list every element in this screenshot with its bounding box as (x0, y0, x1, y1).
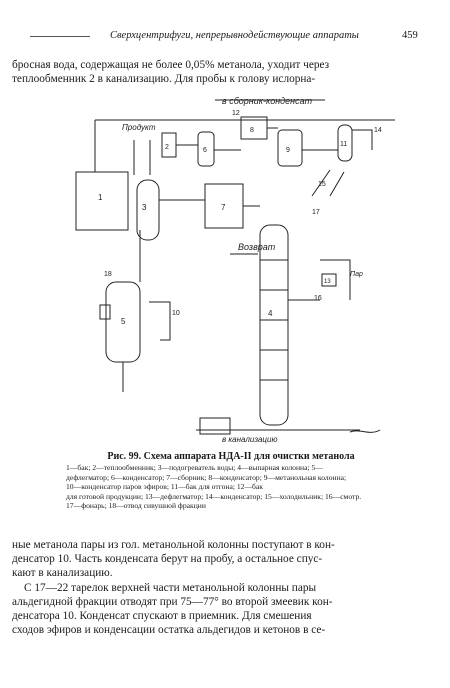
label-9: 9 (286, 147, 290, 154)
label-feed: Продукт (122, 123, 156, 132)
page-number: 459 (402, 30, 418, 41)
text-line: теплообменник 2 в канализацию. Для пробы… (12, 73, 316, 86)
label-8: 8 (250, 127, 254, 134)
text-line: альдегидной фракции отводят при 75—77° в… (12, 595, 333, 608)
box-13 (321, 273, 337, 287)
label-14: 14 (374, 127, 382, 134)
tank-bottom (199, 417, 231, 435)
caption-line: 10—конденсатор паров эфиров; 11—бак для … (66, 482, 263, 492)
figure-caption: Рис. 99. Схема аппарата НДА-II для очист… (66, 451, 396, 511)
label-11: 11 (340, 141, 347, 148)
label-18: 18 (104, 271, 112, 278)
flowmeters (311, 169, 345, 197)
label-to-collector: в сборник-конденсат (222, 96, 313, 106)
caption-title: Рис. 99. Схема аппарата НДА-II для очист… (107, 451, 355, 462)
label-1: 1 (98, 193, 103, 202)
label-16: 16 (314, 295, 322, 302)
label-7: 7 (221, 203, 226, 212)
tank-1 (75, 171, 129, 231)
text-line: кают в канализацию. (12, 567, 113, 580)
vessel-11 (337, 124, 353, 162)
caption-line: для готовой продукции; 13—дефлегматор; 1… (66, 491, 362, 501)
label-5: 5 (121, 317, 126, 326)
running-title: Сверхцентрифуги, непрерывнодействующие а… (110, 30, 359, 41)
header-rule (30, 36, 90, 37)
label-13: 13 (324, 279, 331, 285)
label-2: 2 (165, 144, 169, 151)
label-15: 15 (318, 181, 326, 188)
small-valve (99, 304, 111, 320)
caption-line: 1—бак; 2—теплообменник; 3—подогреватель … (66, 463, 323, 473)
label-17: 17 (312, 209, 320, 216)
vessel-6 (197, 131, 215, 167)
text-line: денсатор 10. Часть конденсата берут на п… (12, 553, 323, 566)
caption-line: 17—фонарь; 18—отвод сивушной фракции (66, 501, 206, 511)
label-6: 6 (203, 147, 207, 154)
label-10: 10 (172, 310, 180, 317)
text-line: денсатора 10. Конденсат спускают в прием… (12, 610, 312, 623)
bottom-paragraph: ные метанола пары из гол. метанольной ко… (12, 538, 438, 637)
column-3 (136, 179, 160, 241)
text-line: сходов эфиров и конденсации остатка альд… (12, 624, 326, 637)
running-header: Сверхцентрифуги, непрерывнодействующие а… (0, 22, 450, 42)
label-to-drain: в канализацию (222, 435, 277, 444)
main-column (259, 224, 289, 426)
vessel-9 (277, 129, 303, 167)
text-line: С 17—22 тарелок верхней части метанольно… (24, 581, 317, 594)
label-4: 4 (268, 309, 273, 318)
top-paragraph: бросная вода, содержащая не более 0,05% … (12, 58, 438, 86)
label-12: 12 (232, 110, 240, 117)
text-line: ные метанола пары из гол. метанольной ко… (12, 539, 335, 551)
label-return: Возврат (238, 242, 276, 252)
caption-line: дефлегматор; 6—конденсатор; 7—сборник; 8… (66, 472, 347, 482)
label-3: 3 (142, 203, 147, 212)
label-steam: Пар (350, 271, 363, 278)
text-line: бросная вода, содержащая не более 0,05% … (12, 59, 330, 71)
